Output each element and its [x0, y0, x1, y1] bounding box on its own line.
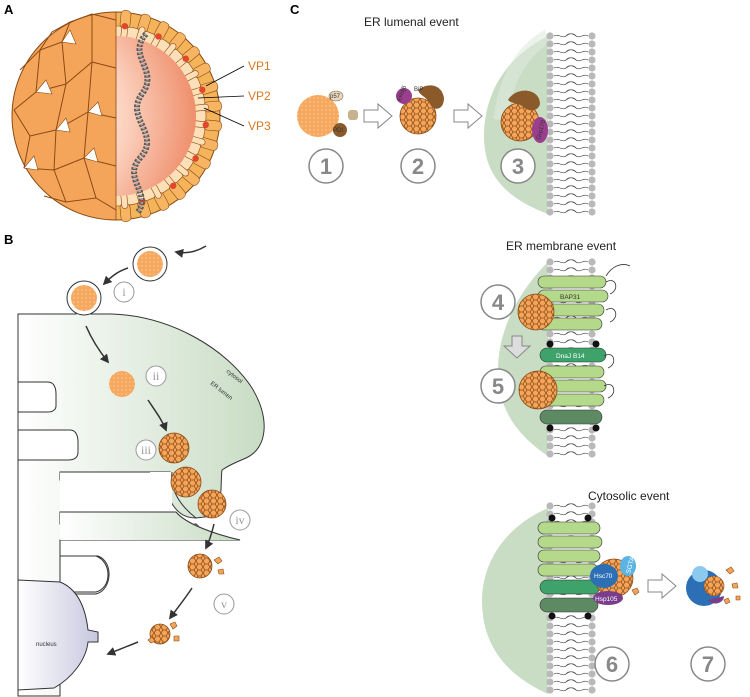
- panel-label-a: A: [4, 2, 14, 17]
- step2-capsid-group: ERdj5 BiP: [396, 84, 444, 135]
- membrane-bilayer-top: [546, 32, 596, 216]
- label-bap31: BAP31: [560, 294, 581, 301]
- step4-capsid: [517, 293, 555, 331]
- label-vp3: VP3: [248, 119, 271, 133]
- step-7: 7: [702, 652, 714, 677]
- step7-capsid: [703, 575, 725, 597]
- vp-leaders: [197, 65, 245, 127]
- step-iv: iv: [235, 513, 244, 527]
- pathway-arrows: [85, 245, 215, 656]
- label-dnajb14: DnaJ B14: [556, 353, 585, 360]
- capsid-cross-section: [116, 10, 222, 222]
- step-i: i: [122, 285, 126, 299]
- arrow-6-7: [647, 572, 677, 600]
- step-iii: iii: [141, 443, 152, 457]
- label-nucleus: nucleus: [36, 642, 57, 648]
- label-vp2: VP2: [248, 89, 271, 103]
- black-lipid-markers: [546, 340, 600, 432]
- label-sgta: SGTA: [625, 555, 636, 574]
- step-circles-middle: 4 5: [480, 284, 516, 404]
- bap31-complex: [537, 264, 631, 331]
- er-membrane-bottom: [482, 508, 548, 694]
- bip-protein: [418, 85, 444, 109]
- capsid-iv: [197, 489, 227, 519]
- event-lumenal-title: ER lumenal event: [364, 15, 459, 29]
- label-hsp105: Hsp105: [595, 596, 618, 603]
- step-4: 4: [492, 290, 505, 315]
- step2-capsid: [399, 97, 437, 135]
- capsid-model: [11, 10, 222, 222]
- p57-free: [348, 110, 358, 120]
- pdi-protein: [333, 123, 347, 137]
- event-cytosolic-title: Cytosolic event: [588, 489, 670, 503]
- arrow-1-2: [363, 102, 393, 130]
- nucleus: [17, 579, 99, 691]
- step-ii: ii: [153, 369, 160, 383]
- label-bip: BiP: [414, 87, 423, 93]
- step-6: 6: [606, 652, 618, 677]
- cytosolic-complex: [537, 514, 603, 620]
- capsid-endocytosed: [71, 285, 97, 311]
- capsid-iii: [158, 432, 190, 464]
- label-pdi: PDI: [333, 128, 343, 134]
- step-circles-top: 1 2 3: [308, 148, 536, 184]
- panel-label-c: C: [290, 2, 300, 17]
- p57-protein: [328, 90, 344, 102]
- pathway-capsids: [66, 246, 227, 645]
- panel-label-b: B: [4, 232, 13, 247]
- step-2: 2: [412, 154, 424, 179]
- grp170-protein: [532, 117, 548, 143]
- arrow-4-5: [502, 335, 532, 359]
- capsid-surface: [11, 11, 116, 221]
- sgta-protein: [620, 556, 636, 576]
- label-erdj5: ERdj5: [397, 84, 408, 102]
- event-membrane-title: ER membrane event: [506, 239, 617, 253]
- step1-capsid-group: p57 PDI: [297, 90, 358, 137]
- capsid-iii-b: [170, 466, 202, 498]
- bip-bound: [508, 90, 540, 111]
- step7-group: [686, 566, 741, 606]
- step-3: 3: [512, 154, 524, 179]
- step-1: 1: [320, 154, 332, 179]
- label-grp170: Grp170: [536, 119, 547, 141]
- er-network: [17, 299, 265, 697]
- capsid-disassembled: [149, 623, 171, 645]
- step1-capsid: [297, 95, 339, 137]
- step6-chaperone-group: Hsc70 SGTA Hsp105: [590, 555, 640, 605]
- capsid-er-lumen: [109, 371, 135, 397]
- arrow-2-3: [453, 102, 483, 130]
- step-v: v: [221, 597, 227, 611]
- capsid-cytosol: [187, 553, 213, 579]
- label-vp1: VP1: [248, 59, 271, 73]
- hsp105-protein: [593, 591, 623, 605]
- step3-capsid-group: Grp170: [500, 90, 548, 143]
- step-circles-bottom: 6 7: [594, 646, 726, 682]
- hsc70-protein: [590, 564, 618, 588]
- step5-capsid: [518, 370, 558, 410]
- capsid-extracellular: [137, 251, 163, 277]
- label-hsc70: Hsc70: [594, 573, 613, 580]
- label-p57: p57: [330, 94, 341, 100]
- erdj5-protein: [396, 88, 412, 104]
- step-5: 5: [492, 374, 504, 399]
- pathway-step-labels: i ii iii iv v: [113, 281, 251, 615]
